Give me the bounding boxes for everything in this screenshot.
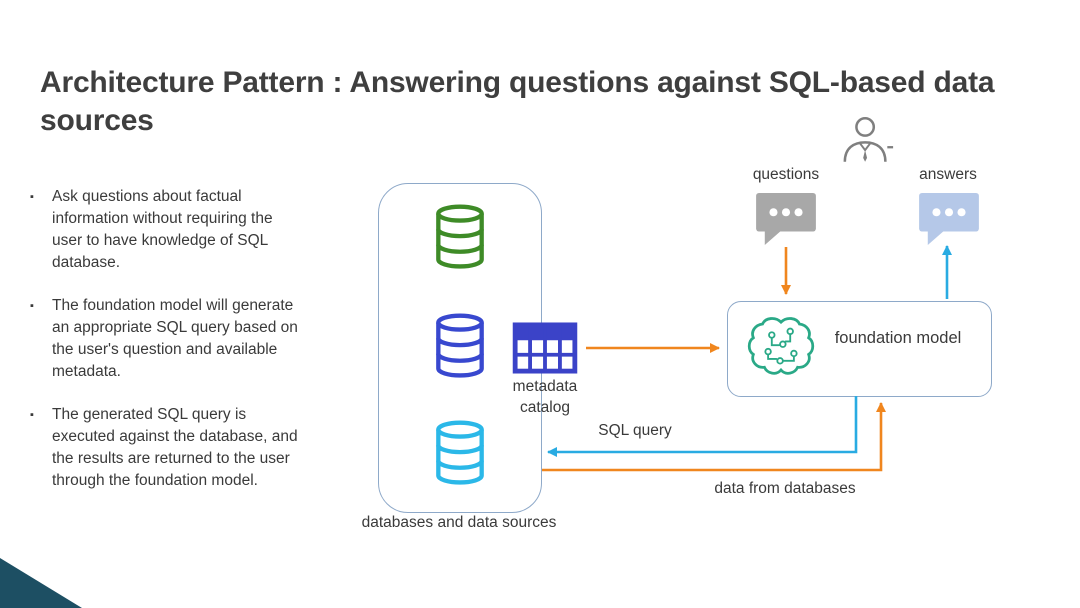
foundation-model-box: foundation model [727,301,992,397]
questions-speech-bubble-icon [756,192,816,246]
bullet-text: The generated SQL query is executed agai… [52,406,298,489]
bullet-marker: ▪ [30,191,34,203]
bullet-text: Ask questions about factual information … [52,188,273,271]
table-grid-icon [512,322,578,374]
bullet-item: ▪ The generated SQL query is executed ag… [30,404,330,492]
databases-label: databases and data sources [361,514,557,531]
database-cyan-icon [436,420,484,485]
page-title: Architecture Pattern : Answering questio… [40,66,995,138]
bullet-list: ▪ Ask questions about factual informatio… [30,186,330,513]
bullet-item: ▪ The foundation model will generate an … [30,295,330,383]
corner-decoration [0,558,82,608]
data-from-databases-label: data from databases [714,480,856,497]
metadata-catalog-label: metadata catalog [512,378,578,416]
database-blue-icon [436,313,484,378]
questions-label: questions [752,166,820,183]
database-green-icon [436,204,484,269]
bullet-marker: ▪ [30,409,34,421]
bullet-marker: ▪ [30,300,34,312]
foundation-model-label: foundation model [834,329,962,347]
sql-query-label: SQL query [598,422,672,439]
answers-speech-bubble-icon [919,192,979,246]
bullet-text: The foundation model will generate an ap… [52,297,298,380]
bullet-item: ▪ Ask questions about factual informatio… [30,186,330,274]
brain-circuit-icon [747,317,815,375]
answers-label: answers [919,166,977,183]
user-icon [843,117,894,162]
